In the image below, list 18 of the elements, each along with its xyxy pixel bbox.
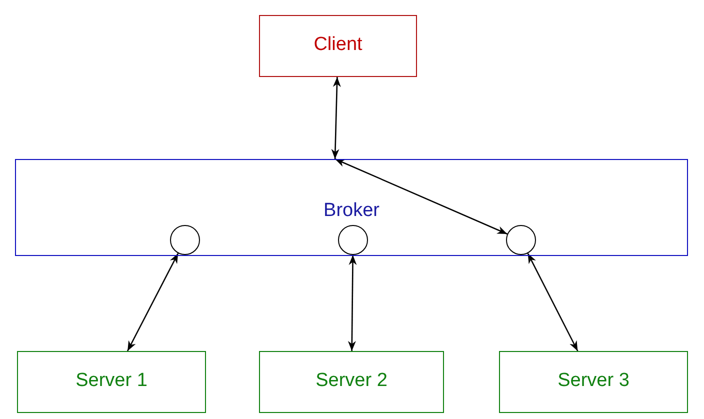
port-circle [338, 225, 368, 255]
arrow [331, 76, 341, 160]
port-circle [506, 225, 536, 255]
container-box [15, 159, 688, 256]
arrow [334, 158, 508, 235]
box-label: Broker [324, 200, 380, 222]
box-label: Server 3 [558, 370, 630, 392]
arrow [527, 253, 578, 352]
box-label: Client [314, 34, 362, 56]
process-box [17, 351, 206, 413]
process-box [499, 351, 688, 413]
process-box [259, 15, 417, 77]
process-box [259, 351, 444, 413]
port-circle [170, 225, 200, 255]
box-label: Server 1 [76, 370, 148, 392]
arrow [126, 253, 179, 352]
box-label: Server 2 [316, 370, 388, 392]
arrow [348, 255, 357, 351]
